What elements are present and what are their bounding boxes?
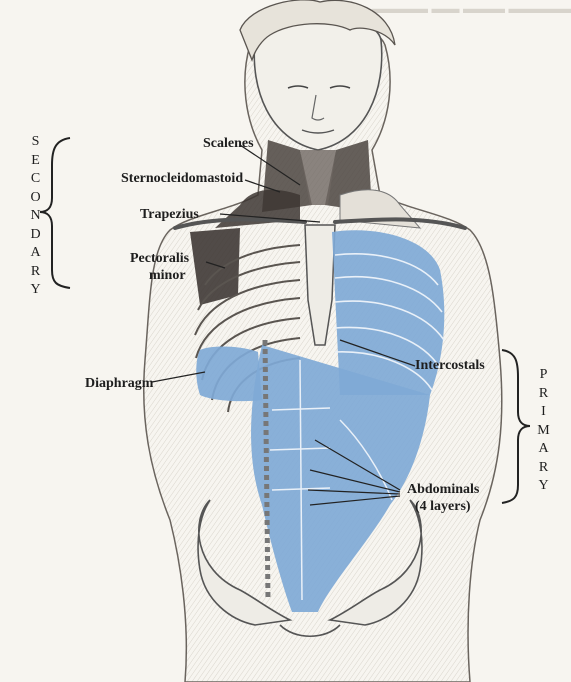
label-sternocleidomastoid: Sternocleidomastoid — [121, 171, 243, 186]
label-intercostals: Intercostals — [415, 358, 485, 373]
label-diaphragm: Diaphragm — [85, 376, 153, 391]
group-letter: Y — [28, 281, 44, 300]
group-letter: O — [28, 189, 44, 208]
group-letter: A — [536, 440, 552, 459]
label-abdominals-line2: (4 layers) — [415, 499, 471, 514]
label-pectoralis-line2: minor — [149, 268, 186, 283]
group-letter: C — [28, 170, 44, 189]
group-letter: N — [28, 207, 44, 226]
label-trapezius: Trapezius — [140, 207, 199, 222]
group-letter: M — [536, 422, 552, 441]
group-letter: Y — [536, 477, 552, 496]
group-letter: R — [536, 385, 552, 404]
group-letter: I — [536, 403, 552, 422]
group-letter: R — [536, 459, 552, 478]
diaphragm-muscle — [196, 346, 262, 401]
label-abdominals-line1: Abdominals — [407, 482, 479, 497]
group-letter: S — [28, 133, 44, 152]
primary-brace — [502, 350, 530, 503]
label-scalenes: Scalenes — [203, 136, 254, 151]
label-pectoralis-line1: Pectoralis — [130, 251, 189, 266]
group-letter: P — [536, 366, 552, 385]
group-letter: R — [28, 263, 44, 282]
group-letter: D — [28, 226, 44, 245]
group-letter: E — [28, 152, 44, 171]
group-letter: A — [28, 244, 44, 263]
secondary-brace — [40, 138, 70, 288]
